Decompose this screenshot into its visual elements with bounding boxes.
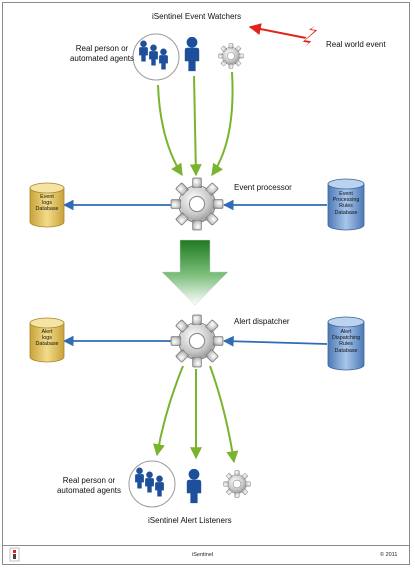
- footer-copyright: © 2011: [380, 552, 398, 558]
- event-logs-database-icon: [29, 182, 65, 228]
- lightning-bolt-icon: [299, 21, 321, 53]
- alert-logs-database-icon: [29, 317, 65, 363]
- real-world-event-arrow: [248, 23, 307, 39]
- db-label-line: Dispatching: [331, 335, 361, 342]
- watchers-title: iSentinel Event Watchers: [152, 12, 242, 21]
- processing-transition-arrow: [161, 239, 229, 306]
- watcher-to-processor-arrows: [157, 71, 234, 177]
- event-rules-database-icon: [327, 178, 365, 231]
- db-label-line: Event: [339, 191, 353, 197]
- alert-rules-database-icon: [327, 316, 365, 371]
- page-footer: [2, 545, 410, 565]
- db-label-line: logs: [42, 335, 52, 342]
- event-processor-label: Event processor: [234, 183, 292, 192]
- event-rules-db-label: Event Processing Rules Database: [331, 191, 361, 216]
- db-label-line: Rules: [339, 341, 353, 348]
- db-label-line: Processing: [332, 197, 360, 204]
- gear-icon: [218, 43, 244, 69]
- agents-top-line-1: Real person or: [75, 44, 129, 53]
- isentinel-logo-icon: [9, 547, 20, 562]
- event-logs-db-label: Event logs Database: [32, 194, 62, 213]
- person-bottom-icon: [186, 468, 202, 504]
- footer-title: iSentinel: [192, 552, 214, 558]
- db-label-line: Database: [334, 209, 358, 216]
- db-label-line: Database: [35, 206, 59, 213]
- real-world-event-label: Real world event: [326, 40, 386, 49]
- db-label-line: Database: [334, 347, 358, 354]
- db-label-line: Alert: [41, 329, 53, 335]
- alert-rules-db-label: Alert Dispatching Rules Database: [331, 329, 361, 354]
- agents-top-line-2: automated agents: [69, 54, 135, 63]
- listeners-title: iSentinel Alert Listeners: [148, 516, 232, 525]
- gear-bottom-icon: [223, 470, 251, 498]
- alert-flow-blue-arrows: [62, 335, 328, 347]
- alert-logs-db-label: Alert logs Database: [32, 329, 62, 348]
- event-processor-gear-icon: [170, 177, 224, 231]
- people-group-icon: [132, 33, 180, 81]
- people-group-bottom-icon: [128, 460, 176, 508]
- person-icon: [184, 36, 200, 72]
- db-label-line: Event: [40, 194, 54, 200]
- db-label-line: Rules: [339, 203, 353, 210]
- db-label-line: logs: [42, 200, 52, 207]
- dispatcher-to-listener-arrows: [152, 365, 239, 464]
- agents-bottom-label: Real person or automated agents: [52, 476, 126, 496]
- db-label-line: Database: [35, 341, 59, 348]
- agents-bottom-line-2: automated agents: [56, 486, 122, 495]
- alert-dispatcher-label: Alert dispatcher: [234, 317, 290, 326]
- alert-dispatcher-gear-icon: [170, 314, 224, 368]
- agents-bottom-line-1: Real person or: [62, 476, 116, 485]
- db-label-line: Alert: [340, 329, 352, 335]
- agents-top-label: Real person or automated agents: [66, 44, 138, 64]
